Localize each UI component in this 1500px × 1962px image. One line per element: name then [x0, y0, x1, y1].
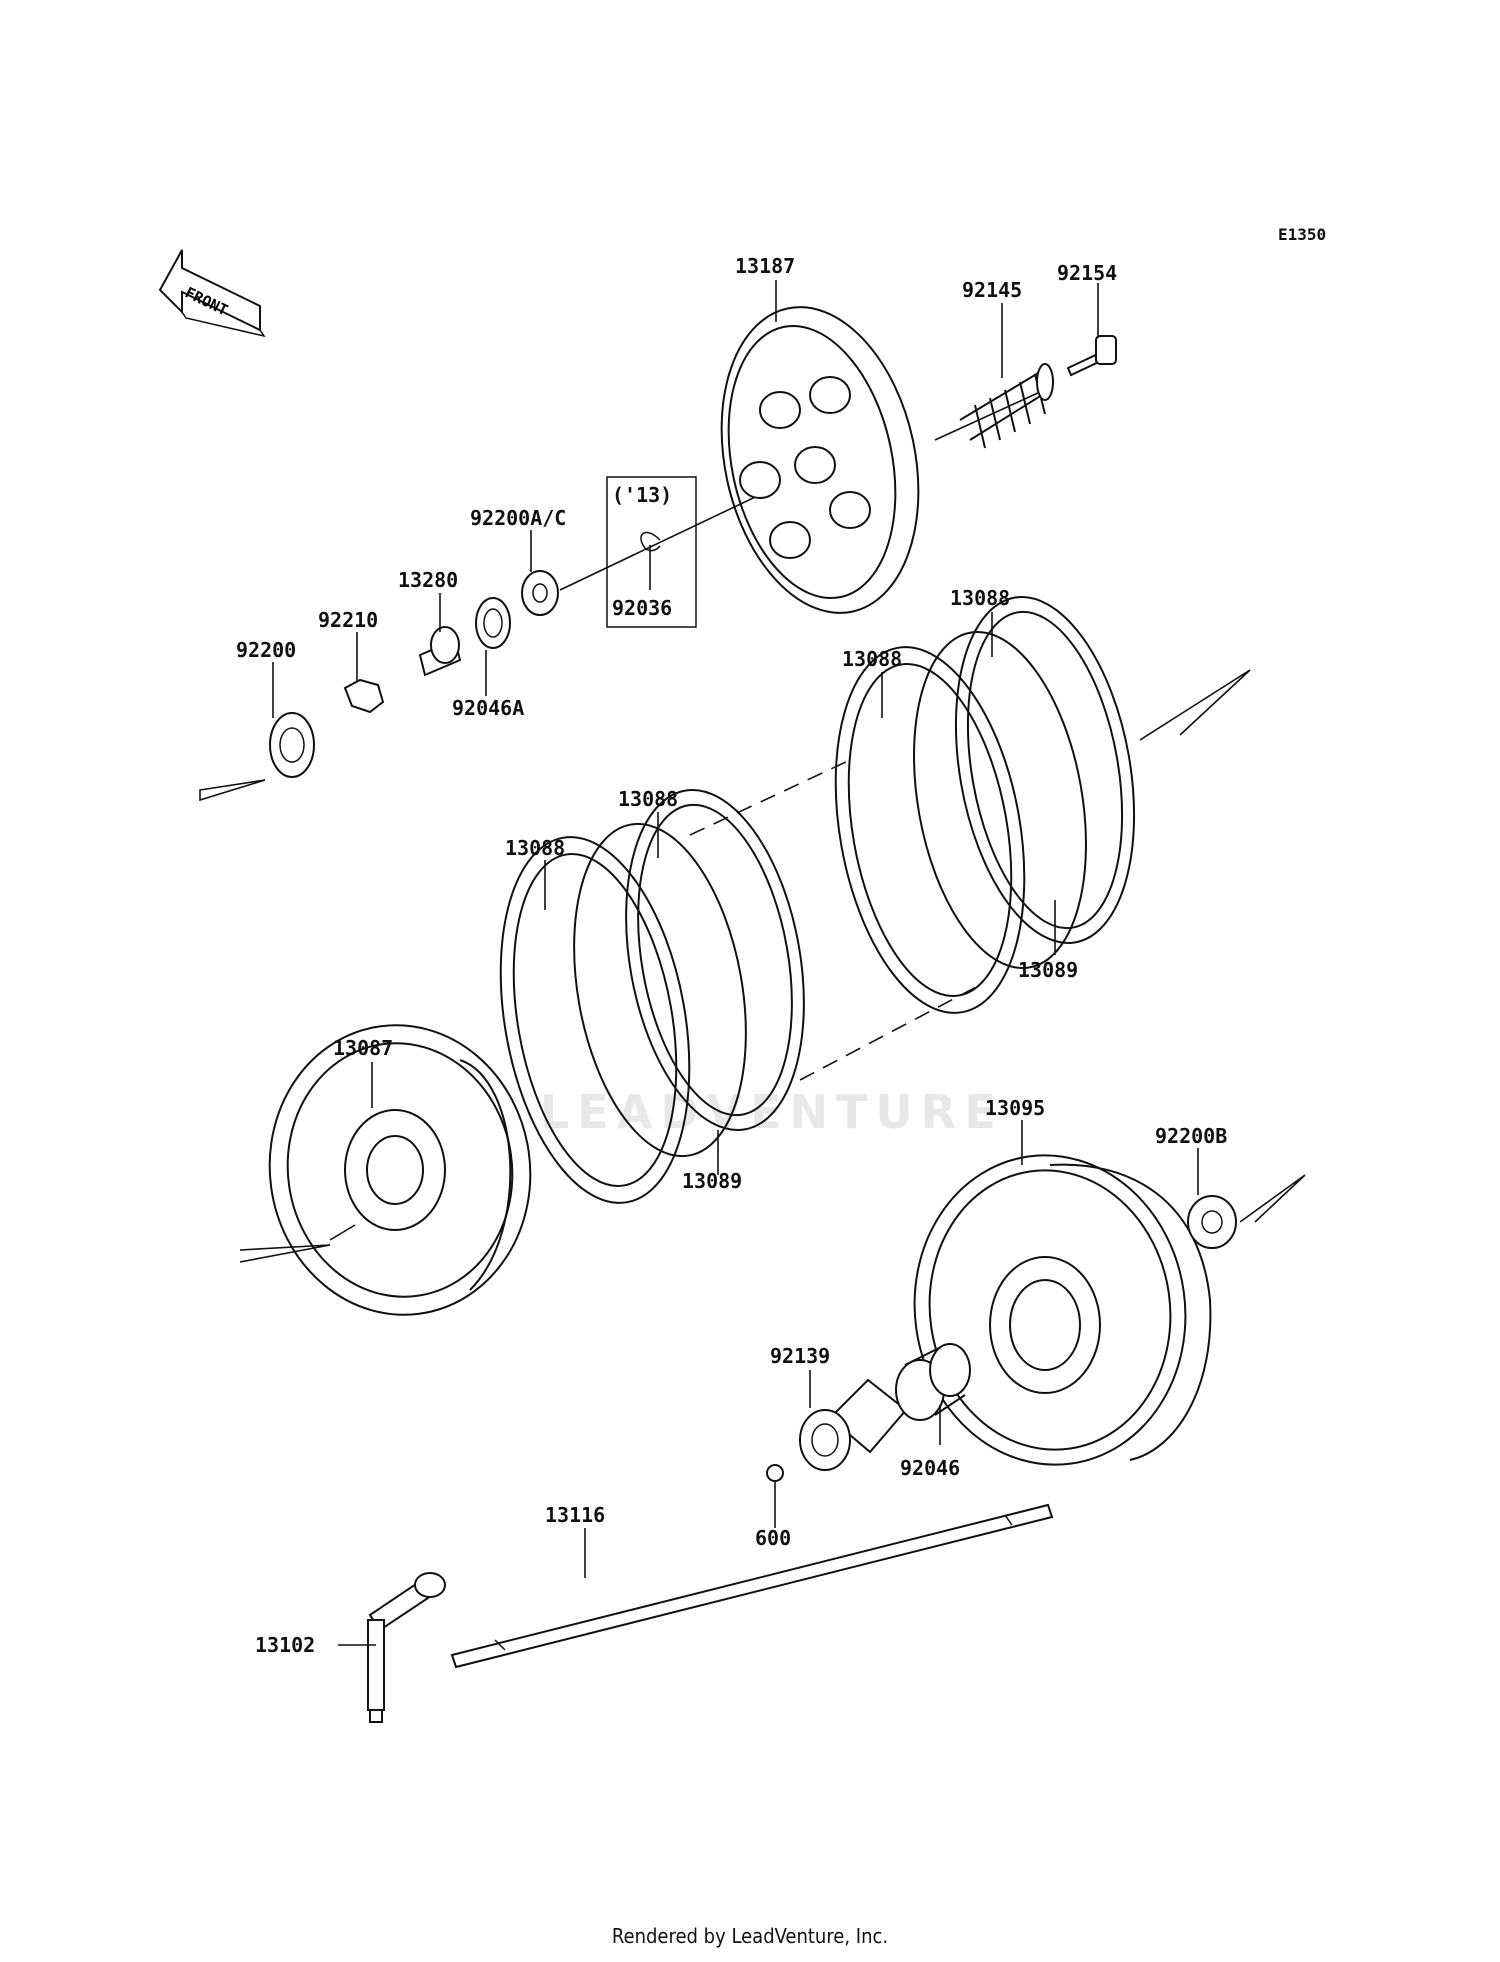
front-arrow-icon: FRONT [158, 249, 266, 338]
needle-bearing-92046 [895, 1343, 971, 1421]
part-label-13088-mid: 13088 [842, 647, 902, 671]
pusher-13280 [418, 626, 462, 677]
washer-92200a-c [521, 570, 559, 616]
watermark: LEADVENTURE [540, 1085, 1004, 1139]
washer-92200 [269, 712, 315, 778]
part-label-13116: 13116 [545, 1503, 605, 1527]
bearing-92046a [475, 597, 511, 649]
part-label-92145: 92145 [962, 278, 1022, 302]
push-rod-13116 [450, 1503, 1054, 1669]
friction-plate-13088-left2 [625, 788, 805, 1132]
nut-92210 [343, 678, 385, 714]
ball-600 [766, 1464, 784, 1482]
bolt-92154 [1066, 335, 1117, 377]
part-label-92036: 92036 [612, 596, 672, 620]
steel-plate-13089-left [573, 822, 747, 1158]
part-label-13095: 13095 [985, 1096, 1045, 1120]
spring-92145 [959, 363, 1054, 449]
part-label-13089-right: 13089 [1018, 958, 1078, 982]
part-label-13089-left: 13089 [682, 1169, 742, 1193]
washer-92200b [1187, 1195, 1237, 1249]
footer-credit: Rendered by LeadVenture, Inc. [611, 1924, 889, 1948]
diagram-code: E1350 [1278, 225, 1326, 244]
part-label-13187: 13187 [735, 254, 795, 278]
part-label-92046: 92046 [900, 1456, 960, 1480]
note-box-13: ('13) [606, 476, 697, 628]
part-label-92046a: 92046A [452, 696, 524, 720]
part-label-13088-right: 13088 [950, 586, 1010, 610]
steel-plate-13089-right [913, 630, 1087, 970]
part-label-13087: 13087 [333, 1036, 393, 1060]
collar-92139 [799, 1378, 908, 1471]
part-label-92200: 92200 [236, 638, 296, 662]
assembly-axis-lines [199, 391, 1306, 1263]
note-label: ('13) [612, 483, 672, 507]
part-label-13088-left1: 13088 [505, 836, 565, 860]
part-label-13088-left2: 13088 [618, 787, 678, 811]
part-label-92139: 92139 [770, 1344, 830, 1368]
part-label-92210: 92210 [318, 608, 378, 632]
part-number-labels: 13187 92154 92145 92200A/C 92036 13280 9… [236, 254, 1227, 1657]
leader-lines [272, 280, 1199, 1646]
friction-plate-13088-mid [834, 646, 1026, 1014]
friction-plate-13088-left1 [499, 836, 691, 1204]
part-label-92200a-c: 92200A/C [470, 506, 566, 530]
part-label-13280: 13280 [398, 568, 458, 592]
clutch-hub-13087 [268, 1024, 532, 1316]
friction-plate-13088-right [954, 596, 1136, 944]
part-label-92154: 92154 [1057, 261, 1117, 285]
part-label-92200b: 92200B [1155, 1124, 1227, 1148]
part-label-13102: 13102 [255, 1633, 315, 1657]
pressure-plate-13187 [720, 306, 920, 614]
part-label-600: 600 [755, 1526, 791, 1550]
release-lever-13102 [367, 1572, 446, 1723]
clutch-housing-13095 [913, 1154, 1212, 1466]
